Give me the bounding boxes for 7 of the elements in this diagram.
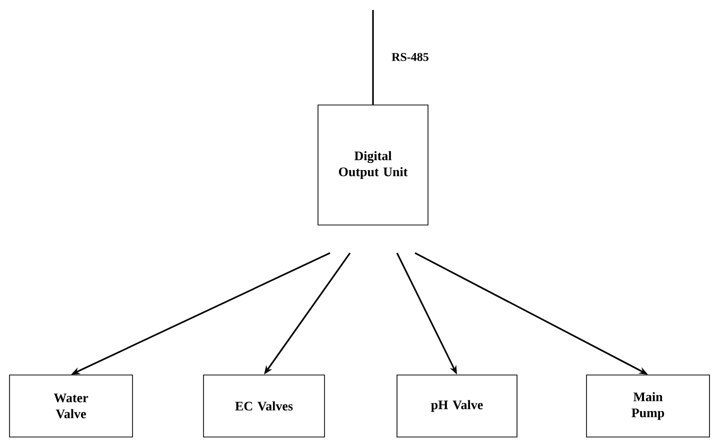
device-box: Main Pump <box>586 374 710 438</box>
device-box: EC Valves <box>203 374 325 438</box>
bus-line <box>372 10 374 105</box>
unit-box: Digital Output Unit <box>318 104 428 226</box>
device-box: Water Valve <box>9 374 133 438</box>
edge-label: RS-485 <box>392 52 428 62</box>
device-box: pH Valve <box>396 374 518 438</box>
